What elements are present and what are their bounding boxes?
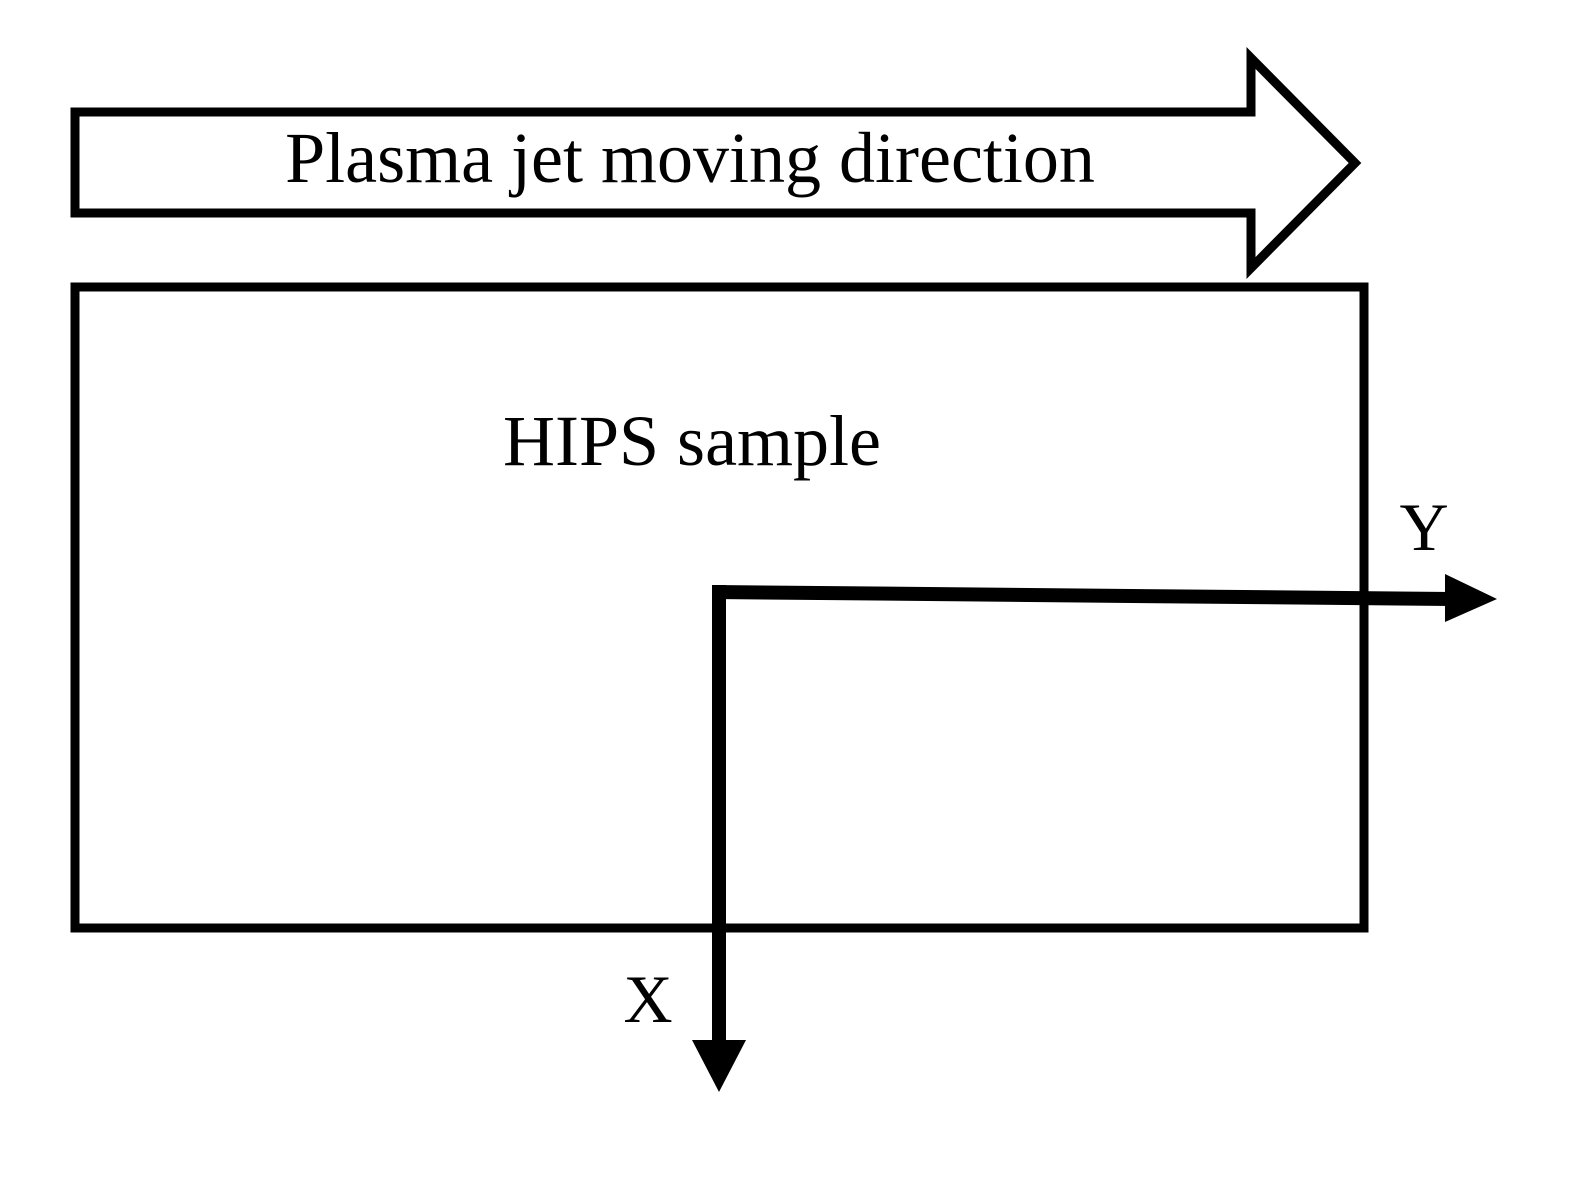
hips-sample-label: HIPS sample bbox=[503, 401, 881, 481]
x-axis-label: X bbox=[623, 961, 672, 1037]
plasma-jet-arrow-label: Plasma jet moving direction bbox=[285, 118, 1095, 198]
coordinate-axes: Y X bbox=[623, 489, 1497, 1092]
x-axis-arrowhead bbox=[692, 1040, 746, 1092]
y-axis-label: Y bbox=[1399, 489, 1448, 565]
plasma-jet-direction-arrow: Plasma jet moving direction bbox=[70, 47, 1362, 279]
plasma-jet-arrow-outline bbox=[70, 47, 1362, 279]
y-axis-line bbox=[713, 585, 1453, 606]
y-axis-arrowhead bbox=[1445, 574, 1497, 622]
